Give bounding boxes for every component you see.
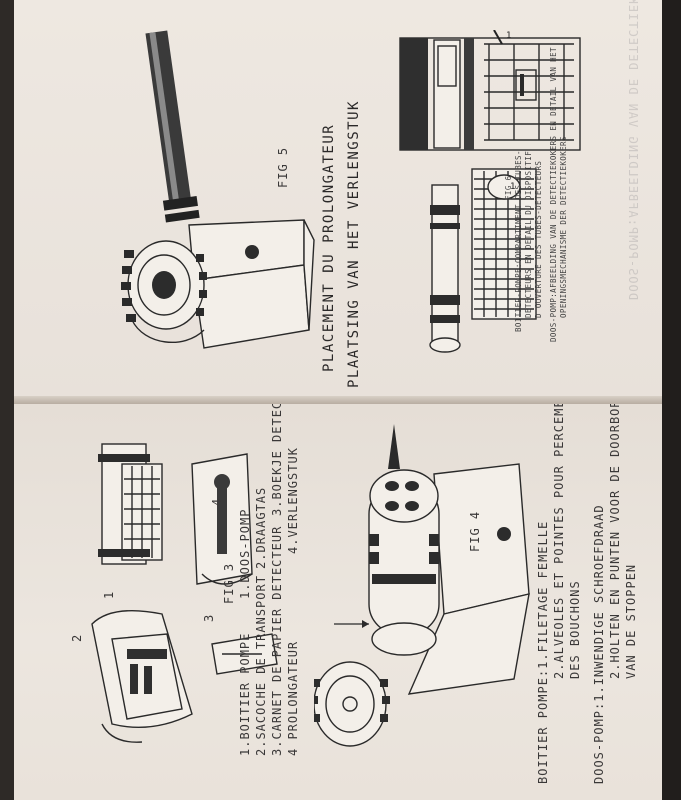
page-title-nl: PLAATSING VAN HET VERLENGSTUK xyxy=(346,100,362,388)
svg-text:1: 1 xyxy=(506,31,511,41)
book-edge-right xyxy=(662,0,681,800)
fig4-caption-line-4: DOOS-POMP:1.INWENDIGE SCHROEFDRAAD xyxy=(592,504,606,784)
fig3-legend-fr-2: 2.SACOCHE DE TRANSPORT xyxy=(254,575,268,756)
fig4-caption-line-3: DES BOUCHONS xyxy=(568,580,582,679)
fig4-caption-line-2: 2.ALVEOLES ET POINTES POUR PERCEMENT xyxy=(552,404,566,679)
fig3-callout-3: 3 xyxy=(202,613,216,622)
book-edge-left xyxy=(0,0,14,800)
fig3-legend-nl-3: 3.BOEKJE DETECTIEPAPIER xyxy=(270,404,284,516)
fig6-pump-illustration: 1 xyxy=(429,168,537,353)
fig3-legend-fr-1: 1.BOITIER POMPE xyxy=(238,632,252,756)
page-title-fr: PLACEMENT DU PROLONGATEUR xyxy=(321,123,337,372)
fig6-caption-line-1: BOITIER-POMPE:COMPARTIMENT DES TUBES- xyxy=(514,150,523,332)
fig3-legend-fr-3: 3.CARNET DE PAPIER DETECTEUR xyxy=(270,525,284,756)
fig4-caption-line-5: 2.HOLTEN EN PUNTEN VOOR DE DOORBORING xyxy=(608,404,622,679)
fig4-label: FIG 4 xyxy=(468,510,482,552)
fig5-illustration xyxy=(121,30,315,349)
fig3-callout-2: 2 xyxy=(70,633,84,642)
fig3-illustration xyxy=(91,443,278,743)
fig3-callout-1: 1 xyxy=(102,590,116,599)
fig3-callout-4: 4 xyxy=(210,497,224,506)
fig6-detail-illustration: 1 xyxy=(399,30,581,151)
fig3-legend-nl-2: 2.DRAAGTAS xyxy=(254,486,268,569)
fig4-caption-line-1: BOITIER POMPE:1.FILETAGE FEMELLE xyxy=(536,520,550,784)
fig4-caption-line-6: VAN DE STOPPEN xyxy=(624,563,638,679)
fig6-caption-line-4: DOOS-POMP:AFBEELDING VAN DE DETECTIEKOKE… xyxy=(549,47,558,342)
fig5-label: FIG 5 xyxy=(276,146,290,188)
fig4-illustration xyxy=(314,424,530,747)
fig3-legend-fr-4: 4 PROLONGATEUR xyxy=(286,640,300,756)
fig6-caption-line-3: D OUVERTURE DES TUBES-DETECTEURS xyxy=(534,160,543,318)
top-page: DOOS-POMP:AFBEELDING VAN DE DETECTIEKOKE… xyxy=(14,0,662,402)
fig3-label: FIG 3 xyxy=(222,562,236,604)
fig3-legend-nl-4: 4.VERLENGSTUK xyxy=(286,447,300,554)
bleed-through-text: DOOS-POMP:AFBEELDING VAN DE DETECTIEKOKE… xyxy=(626,0,640,300)
fig6-label: FIG 6 xyxy=(504,175,513,200)
fig6-caption-line-5: OPENINGSMECHANISME DER DETECTIEKOKERS xyxy=(559,136,568,318)
bottom-page: 1 2 3 4 FIG 3 1.BOITIER POMPE 2.SACOCHE … xyxy=(14,404,662,800)
fig6-caption-line-2: DETECTEURS EN DETAIL DU DISPOSITIF xyxy=(524,150,533,318)
svg-text:1: 1 xyxy=(510,182,515,192)
fig3-legend-nl-1: 1.DOOS-POMP xyxy=(238,508,252,599)
